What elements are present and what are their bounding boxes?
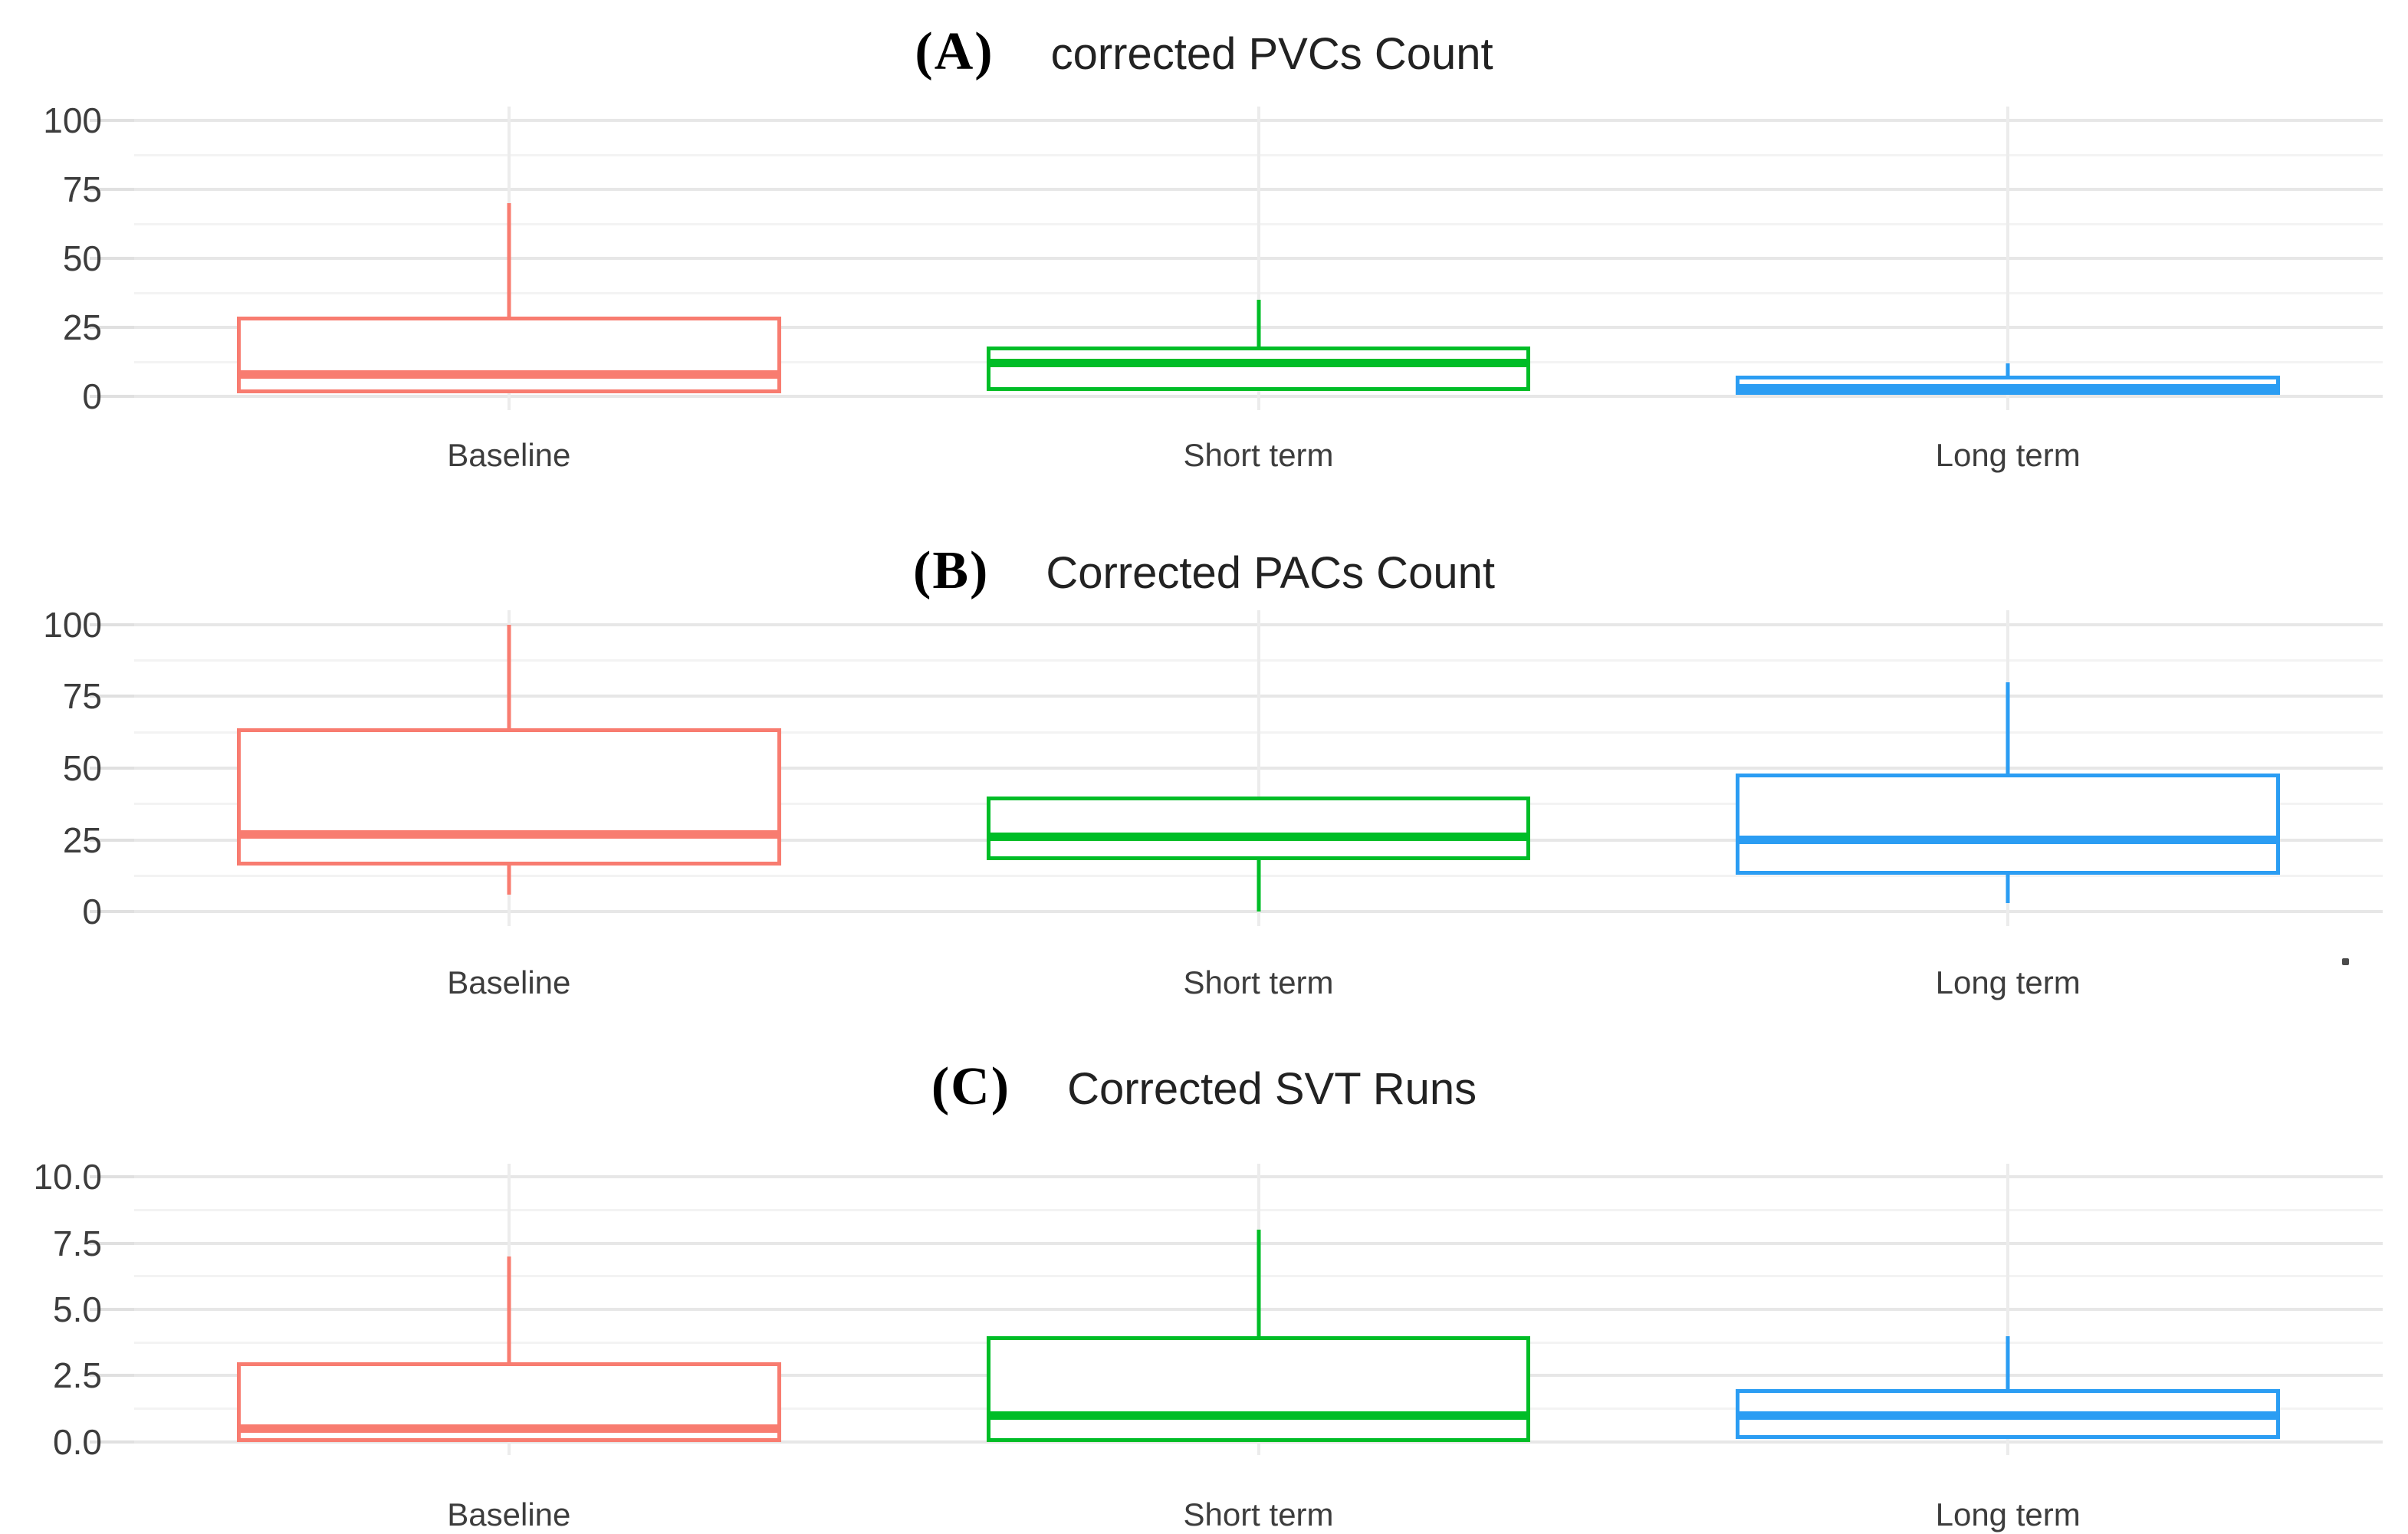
panel-letter-label: (B) (913, 541, 990, 600)
median-line (236, 370, 781, 379)
median-line (236, 829, 781, 839)
y-axis-tick (90, 188, 134, 191)
upper-whisker (2006, 363, 2010, 376)
box-short-term (986, 1335, 1531, 1442)
box-baseline (236, 316, 781, 394)
x-axis-category-label: Long term (1935, 964, 2081, 1000)
y-axis-tick-label: 10.0 (33, 1157, 102, 1197)
upper-whisker (1257, 300, 1260, 347)
y-axis-tick-label: 50 (62, 238, 102, 278)
y-axis-tick (90, 1308, 134, 1311)
upper-whisker (507, 203, 511, 317)
category-gridline (1257, 610, 1260, 926)
y-axis-tick (90, 119, 134, 122)
y-axis-tick (90, 395, 134, 398)
y-axis-tick (90, 910, 134, 914)
box-short-term (986, 347, 1531, 391)
category-gridline (1257, 107, 1260, 410)
x-axis-category-label: Short term (1183, 964, 1334, 1000)
x-axis-category-label: Short term (1183, 1496, 1334, 1532)
x-axis-category-label: Baseline (447, 437, 571, 473)
panel-title-row: (A) corrected PVCs Count (0, 21, 2408, 83)
y-axis-tick-label: 100 (43, 604, 102, 645)
y-axis-tick-label: 2.5 (53, 1355, 102, 1396)
y-axis-tick (90, 1241, 134, 1245)
median-line (1736, 1411, 2281, 1420)
y-axis-tick (90, 1440, 134, 1444)
x-axis-category-label: Long term (1935, 437, 2081, 473)
plot-area (134, 107, 2383, 410)
category-gridline (2006, 107, 2010, 410)
category-gridline (2006, 1164, 2010, 1455)
y-axis-tick-label: 0 (82, 892, 102, 932)
median-line (986, 359, 1531, 368)
y-axis-tick-label: 75 (62, 169, 102, 209)
panel-title: corrected PVCs Count (1050, 29, 1493, 79)
y-axis-tick-label: 75 (62, 676, 102, 717)
y-axis-tick (90, 1374, 134, 1378)
y-axis-tick-label: 7.5 (53, 1223, 102, 1263)
y-axis-tick (90, 1175, 134, 1179)
upper-whisker (2006, 1335, 2010, 1389)
plot-area (134, 1164, 2383, 1455)
x-axis-category-label: Baseline (447, 964, 571, 1000)
median-line (236, 1424, 781, 1433)
panel-title: Corrected PACs Count (1046, 548, 1495, 598)
y-axis-tick (90, 622, 134, 626)
panel-letter-label: (C) (931, 1057, 1011, 1116)
median-line (986, 833, 1531, 842)
median-line (1736, 836, 2281, 845)
box-short-term (986, 797, 1531, 860)
panel-title: Corrected SVT Runs (1067, 1064, 1477, 1114)
upper-whisker (507, 1256, 511, 1363)
y-axis-tick-label: 25 (62, 307, 102, 347)
box-baseline (236, 728, 781, 866)
upper-whisker (507, 624, 511, 728)
plot-area (134, 610, 2383, 926)
box-long-term (1736, 774, 2281, 875)
x-axis-category-label: Long term (1935, 1496, 2081, 1532)
median-line (1736, 383, 2281, 393)
lower-whisker (507, 866, 511, 895)
upper-whisker (2006, 682, 2010, 774)
x-axis-category-label: Short term (1183, 437, 1334, 473)
y-axis-tick (90, 838, 134, 842)
x-axis-category-label: Baseline (447, 1496, 571, 1532)
lower-whisker (2006, 874, 2010, 904)
y-axis-tick (90, 695, 134, 698)
y-axis-tick-label: 0.0 (53, 1421, 102, 1462)
median-line (986, 1411, 1531, 1420)
y-axis-tick (90, 257, 134, 260)
y-axis-tick-label: 100 (43, 100, 102, 140)
y-axis-tick-label: 0 (82, 376, 102, 416)
panel-title-row: (C) Corrected SVT Runs (0, 1056, 2408, 1118)
y-axis-tick-label: 25 (62, 820, 102, 860)
y-axis-tick (90, 767, 134, 770)
upper-whisker (1257, 1230, 1260, 1336)
y-axis-tick-label: 5.0 (53, 1289, 102, 1329)
panel-title-row: (B) Corrected PACs Count (0, 540, 2408, 602)
y-axis-tick-label: 50 (62, 748, 102, 788)
stray-dot-artifact (2342, 958, 2349, 965)
y-axis-tick (90, 326, 134, 329)
lower-whisker (1257, 859, 1260, 912)
panel-letter-label: (A) (915, 22, 994, 81)
